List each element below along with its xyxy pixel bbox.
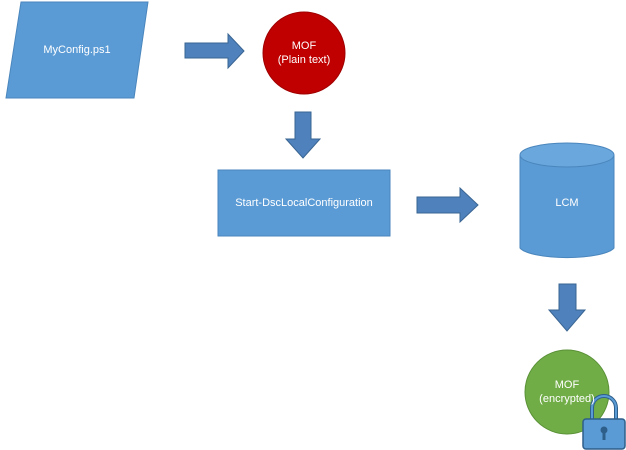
mof-plain-text-circle bbox=[262, 11, 346, 95]
mof-plain-label: MOF (Plain text) bbox=[263, 29, 345, 77]
mof-encrypted-subtitle: (encrypted) bbox=[539, 393, 595, 405]
start-command-label: Start-DscLocalConfiguration bbox=[218, 170, 390, 236]
lcm-cylinder bbox=[519, 142, 615, 259]
config-file-parallelogram bbox=[5, 1, 149, 99]
arrow-config-to-mof-right-arrow bbox=[184, 32, 245, 70]
arrow-start-to-lcm-right-arrow bbox=[416, 186, 479, 224]
mof-encrypted-title: MOF bbox=[554, 379, 580, 391]
lcm-text: LCM bbox=[555, 197, 579, 209]
padlock-icon bbox=[582, 394, 626, 450]
mof-plain-title: MOF bbox=[291, 40, 317, 52]
config-file-label: MyConfig.ps1 bbox=[10, 30, 144, 70]
start-command-text: Start-DscLocalConfiguration bbox=[235, 197, 373, 209]
mof-encrypted-label: MOF (encrypted) bbox=[525, 374, 609, 410]
mof-plain-subtitle: (Plain text) bbox=[277, 54, 331, 66]
config-file-text: MyConfig.ps1 bbox=[43, 44, 111, 56]
lcm-label: LCM bbox=[520, 185, 614, 221]
start-dsc-local-configuration-box bbox=[217, 169, 391, 237]
mof-encrypted-circle bbox=[524, 349, 610, 435]
arrow-lcm-to-mof-encrypted-down-arrow bbox=[547, 283, 587, 332]
arrow-mof-to-start-down-arrow bbox=[284, 111, 322, 159]
